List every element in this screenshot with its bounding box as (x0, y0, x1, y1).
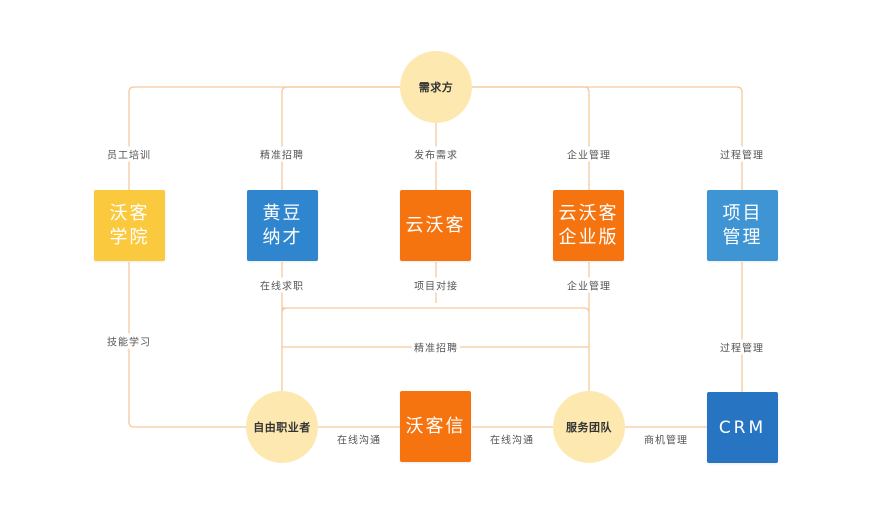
node-freelancer: 自由职业者 (246, 391, 318, 463)
node-service-team: 服务团队 (553, 391, 625, 463)
node-woke-academy: 沃客 学院 (94, 190, 165, 261)
label-project-docking: 项目对接 (412, 277, 460, 293)
line-demand-to-huangdou (281, 86, 400, 190)
label-post-demand: 发布需求 (412, 146, 460, 162)
line-demand-to-academy (128, 86, 400, 190)
label-business-mgmt: 商机管理 (642, 431, 690, 447)
node-huangdou-nacai: 黄豆 纳才 (247, 190, 318, 261)
label-process-mgmt-top: 过程管理 (718, 146, 766, 162)
label-enterprise-mgmt-top: 企业管理 (565, 146, 613, 162)
label-skill-learning: 技能学习 (105, 333, 153, 349)
node-crm: CRM (707, 392, 778, 463)
label-online-comm-right: 在线沟通 (488, 431, 536, 447)
node-project-management: 项目 管理 (707, 190, 778, 261)
label-precise-recruit-top: 精准招聘 (258, 146, 306, 162)
node-woke-xin: 沃客信 (400, 391, 471, 462)
line-demand-to-project-mgmt (472, 86, 743, 190)
label-enterprise-mgmt-mid: 企业管理 (565, 277, 613, 293)
label-precise-recruit-mid: 精准招聘 (412, 339, 460, 355)
label-online-comm-left: 在线沟通 (335, 431, 383, 447)
node-demand-side: 需求方 (400, 51, 472, 123)
line-academy-to-freelancer (128, 262, 247, 428)
label-online-job-seek: 在线求职 (258, 277, 306, 293)
label-process-mgmt-right: 过程管理 (718, 339, 766, 355)
node-yun-woke-enterprise: 云沃客 企业版 (553, 190, 624, 261)
label-staff-training: 员工培训 (105, 146, 153, 162)
line-demand-to-enterprise (472, 86, 590, 190)
node-yun-woke: 云沃客 (400, 190, 471, 261)
